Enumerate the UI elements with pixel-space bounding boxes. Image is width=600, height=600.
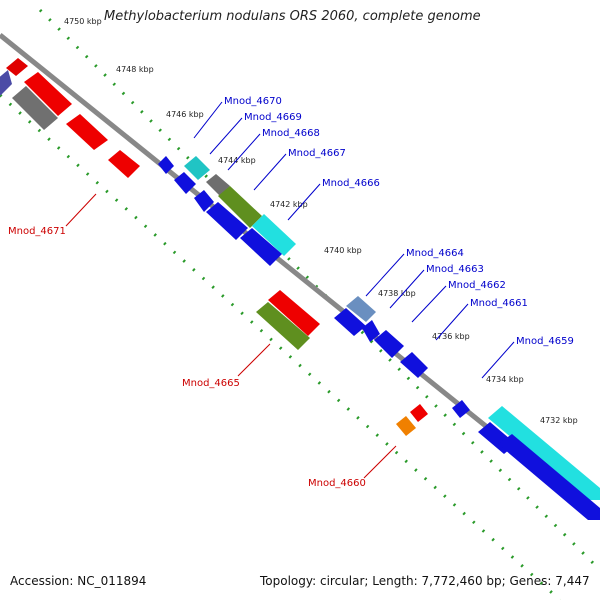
map-title: Methylobacterium nodulans ORS 2060, comp…	[104, 9, 481, 24]
gene-arrow[interactable]	[184, 156, 210, 180]
gene-arrow[interactable]	[194, 190, 214, 212]
gene-arrow[interactable]	[256, 302, 310, 350]
gene-arrow[interactable]	[346, 296, 376, 322]
gene-label[interactable]: Mnod_4662	[448, 280, 506, 291]
gene-label[interactable]: Mnod_4663	[426, 264, 484, 275]
label-leader	[389, 269, 425, 309]
gene-label[interactable]: Mnod_4664	[406, 248, 464, 259]
gene-label[interactable]: Mnod_4666	[322, 178, 380, 189]
label-leader	[237, 343, 271, 377]
label-leader	[363, 445, 397, 479]
gene-label[interactable]: Mnod_4661	[470, 298, 528, 309]
gene-arrow[interactable]	[108, 150, 140, 178]
tick-label: 4736 kbp	[432, 332, 470, 341]
gene-label[interactable]: Mnod_4667	[288, 148, 346, 159]
label-leader	[365, 253, 405, 297]
gene-arrow[interactable]	[452, 400, 470, 418]
tick-label: 4740 kbp	[324, 246, 362, 255]
gene-arrow[interactable]	[252, 214, 296, 256]
outer-tick-track	[38, 8, 600, 572]
gene-arrow[interactable]	[400, 352, 428, 378]
gene-arrow[interactable]	[362, 320, 380, 342]
gene-arrow[interactable]	[410, 404, 428, 422]
gene-label[interactable]: Mnod_4659	[516, 336, 574, 347]
inner-tick-track	[0, 93, 562, 600]
tick-label: 4750 kbp	[64, 17, 102, 26]
tick-label: 4732 kbp	[540, 416, 578, 425]
gene-label[interactable]: Mnod_4668	[262, 128, 320, 139]
gene-arrow[interactable]	[218, 186, 262, 228]
gene-label[interactable]: Mnod_4665	[182, 378, 240, 389]
gene-arrow[interactable]	[6, 58, 28, 76]
gene-arrow[interactable]	[24, 72, 72, 116]
tick-label: 4746 kbp	[166, 110, 204, 119]
accession-text: Accession: NC_011894	[10, 574, 147, 588]
tick-label: 4748 kbp	[116, 65, 154, 74]
gene-arrow[interactable]	[12, 86, 58, 130]
gene-arrow[interactable]	[240, 228, 282, 266]
tick-label: 4742 kbp	[270, 200, 308, 209]
label-leader	[411, 285, 447, 323]
gene-arrow[interactable]	[374, 330, 404, 358]
gene-label[interactable]: Mnod_4671	[8, 226, 66, 237]
gene-arrow[interactable]	[334, 308, 366, 336]
label-leader	[227, 133, 261, 171]
label-leader	[253, 153, 287, 191]
summary-text: Topology: circular; Length: 7,772,460 bp…	[260, 574, 590, 588]
gene-arrow[interactable]	[268, 290, 320, 336]
label-leader	[435, 303, 469, 341]
gene-arrow[interactable]	[206, 202, 248, 240]
gene-label[interactable]: Mnod_4670	[224, 96, 282, 107]
gene-label[interactable]: Mnod_4669	[244, 112, 302, 123]
gene-arrow[interactable]	[66, 114, 108, 150]
gene-arrow[interactable]	[0, 70, 12, 96]
gene-arrow[interactable]	[206, 174, 230, 196]
gene-arrow[interactable]	[488, 406, 600, 500]
label-leader	[193, 101, 223, 139]
gene-arrow[interactable]	[396, 416, 416, 436]
gene-arrow[interactable]	[174, 172, 196, 194]
gene-arrow[interactable]	[158, 156, 174, 174]
tick-label: 4734 kbp	[486, 375, 524, 384]
label-leader	[209, 117, 243, 155]
tick-label: 4738 kbp	[378, 289, 416, 298]
label-leader	[65, 193, 97, 227]
gene-arrow[interactable]	[498, 434, 600, 520]
gene-label[interactable]: Mnod_4660	[308, 478, 366, 489]
label-leader	[287, 183, 321, 221]
label-leader	[481, 341, 515, 379]
